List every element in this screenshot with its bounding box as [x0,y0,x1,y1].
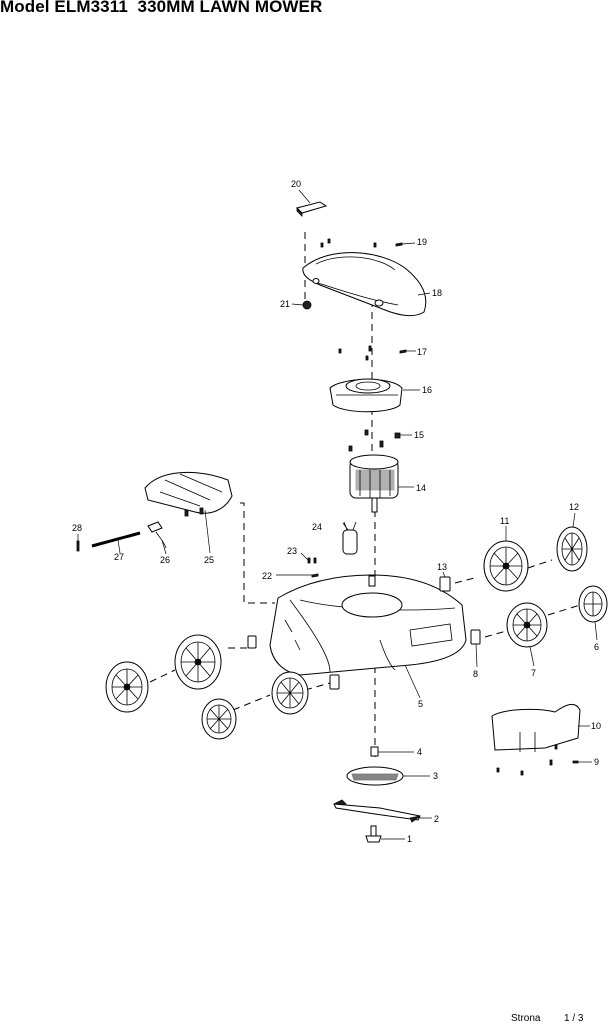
callout-7: 7 [531,668,536,678]
part-handle-clip [296,201,328,217]
part-fan-housing [329,378,403,413]
callout-23: 23 [287,546,297,556]
callout-21: 21 [280,299,290,309]
callout-5: 5 [418,699,423,709]
callout-labels: 20 19 18 21 17 16 15 14 24 23 22 25 26 2… [72,179,601,844]
part-grassbox-lid [144,471,233,517]
callout-19: 19 [417,237,427,247]
callout-9: 9 [594,757,599,767]
part-rear-flap [491,703,581,752]
screws-9 [496,744,579,776]
wheel-7 [506,602,548,648]
callout-18: 18 [432,288,442,298]
callout-12: 12 [569,502,579,512]
part-motor [349,454,399,513]
callout-14: 14 [416,483,426,493]
callout-22: 22 [262,571,272,581]
screws-19 [320,238,403,248]
part-rod [91,531,141,548]
part-capacitor [342,521,358,555]
callout-10: 10 [591,721,601,731]
callout-2: 2 [434,814,439,824]
callout-17: 17 [417,347,427,357]
part-bolt [365,825,382,843]
callout-15: 15 [414,430,424,440]
part-deck [269,574,467,676]
callout-20: 20 [291,179,301,189]
page-number: 1 / 3 [564,1013,584,1024]
callout-11: 11 [500,516,509,526]
part-blade [333,799,421,823]
callout-27: 27 [114,552,124,562]
callout-28: 28 [72,523,82,533]
screws-17 [338,345,407,361]
callout-1: 1 [407,834,412,844]
callout-25: 25 [204,555,214,565]
wheel-left-front-inner [271,671,309,715]
screws-15 [348,429,401,452]
callout-4: 4 [417,747,422,757]
callout-8: 8 [473,669,478,679]
part-knob [302,300,312,310]
callout-26: 26 [160,555,170,565]
wheel-left-rear-inner [174,634,222,690]
wheel-left-rear-outer [105,661,149,713]
callout-3: 3 [433,771,438,781]
callout-16: 16 [422,385,432,395]
screws-23-22 [307,557,319,578]
wheel-left-front-outer [201,698,237,740]
part-blade-holder [346,766,404,786]
part-pin [76,540,80,552]
page-title: Model ELM3311 330MM LAWN MOWER [0,0,323,16]
leader-lines [77,189,598,840]
part-motor-cover [302,252,427,317]
wheel-11 [483,540,529,592]
wheel-12 [556,526,588,572]
callout-24: 24 [312,522,322,532]
part-brackets [247,576,481,690]
callout-6: 6 [594,642,599,652]
part-nut [370,746,379,757]
wheel-6 [578,585,608,623]
callout-13: 13 [437,562,447,572]
footer-label: Strona [511,1013,541,1024]
part-latch [147,521,167,549]
